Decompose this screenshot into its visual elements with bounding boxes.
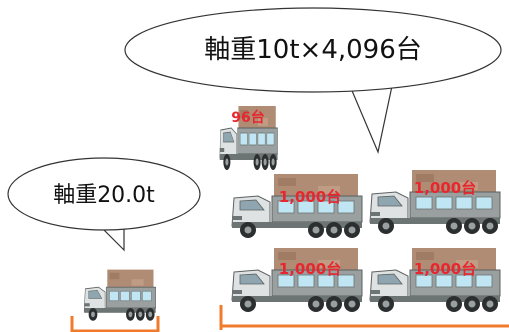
truck-count-label: 96台 [231, 109, 264, 126]
truck-count-label: 1,000台 [279, 188, 341, 206]
truck-count-label: 1,000台 [414, 179, 476, 197]
truck-count-label: 1,000台 [279, 260, 341, 278]
single-truck-bracket [70, 316, 160, 332]
dump-truck-icon [369, 247, 501, 313]
fleet-bracket [219, 305, 509, 330]
bubble-small-text: 軸重20.0t [53, 183, 155, 208]
dump-truck-icon [83, 269, 157, 322]
truck-group-1000-bottom-right [369, 247, 501, 313]
single-truck [83, 269, 157, 322]
bubble-large-text: 軸重10t×4,096台 [204, 35, 422, 65]
truck-group-96: 96台 [218, 104, 278, 172]
truck-group-1000-bottom-left [231, 247, 363, 313]
truck-count-label: 1,000台 [414, 260, 476, 278]
speech-bubble-small: 軸重20.0t [7, 157, 201, 252]
speech-bubble-large: 軸重10t×4,096台 [124, 7, 502, 154]
truck-group-1000-top-left [231, 173, 363, 239]
dump-truck-icon [231, 173, 363, 239]
dump-truck-icon [231, 247, 363, 313]
